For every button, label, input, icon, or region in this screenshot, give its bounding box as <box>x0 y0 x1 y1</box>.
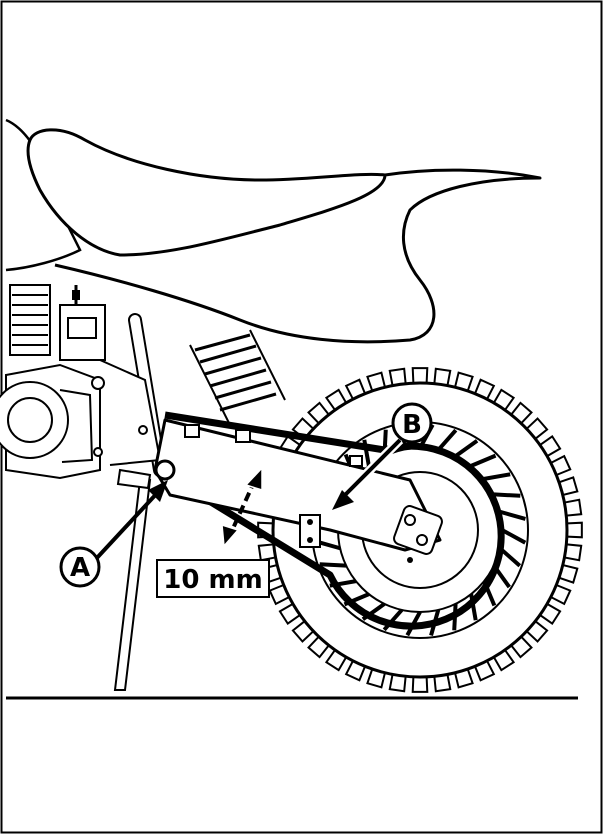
spoke <box>454 439 479 458</box>
measurement-label: 10 mm <box>163 565 262 595</box>
spoke <box>319 562 347 568</box>
chain-guide-bracket <box>299 514 321 548</box>
callout-a: A <box>59 480 168 588</box>
spoke <box>499 509 526 521</box>
rear-fender <box>54 168 542 344</box>
spoke <box>436 428 458 452</box>
spoke <box>501 528 527 545</box>
spoke <box>493 492 521 498</box>
motorcycle-frame <box>91 313 167 477</box>
spoke <box>483 472 511 481</box>
callout-a-arrow-icon <box>148 480 168 502</box>
swingarm-pivot <box>154 459 176 481</box>
rear-shock-spring <box>189 329 286 426</box>
arrow-down-icon <box>221 523 240 548</box>
spoke <box>470 453 497 468</box>
engine-cylinder <box>9 284 51 356</box>
callout-b-label: B <box>402 410 422 440</box>
seat <box>26 128 387 257</box>
swingarm <box>153 418 443 563</box>
callout-b: B <box>332 402 433 510</box>
measurement-label-box: 10 mm <box>156 559 270 598</box>
seat-and-fender <box>5 118 542 344</box>
drive-chain <box>164 411 505 630</box>
side-stand <box>113 468 152 691</box>
callout-a-label: A <box>70 553 90 583</box>
arrow-up-icon <box>244 466 263 492</box>
slack-measurement-arrows <box>221 466 263 548</box>
callout-b-arrow-icon <box>332 490 354 510</box>
engine <box>0 284 106 480</box>
